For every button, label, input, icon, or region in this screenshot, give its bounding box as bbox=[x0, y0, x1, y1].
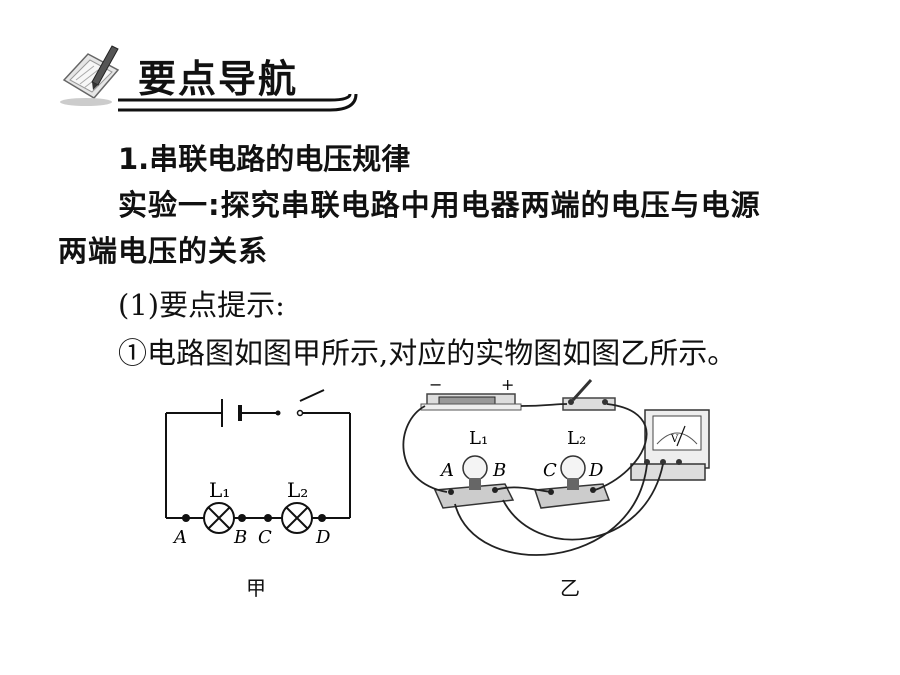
lamp2-label: L₂ bbox=[287, 478, 308, 502]
switch-contact bbox=[275, 410, 281, 416]
node-c bbox=[264, 514, 272, 522]
caption-yi: 乙 bbox=[560, 576, 580, 600]
experiment-line-2: 两端电压的关系 bbox=[58, 234, 269, 268]
node-a bbox=[182, 514, 190, 522]
lamp-board-2 bbox=[533, 455, 611, 509]
switch-pivot bbox=[296, 409, 304, 417]
point-b-label: B bbox=[233, 527, 247, 548]
tip-label: (1)要点提示: bbox=[118, 288, 285, 322]
lamp-board-1 bbox=[433, 455, 515, 509]
title-underline bbox=[118, 93, 358, 112]
apparatus-diagram-yi: − + V L₁ bbox=[402, 375, 710, 556]
voltmeter-label: V bbox=[670, 434, 679, 445]
node-b bbox=[238, 514, 246, 522]
node-d bbox=[318, 514, 326, 522]
voltmeter bbox=[630, 409, 710, 481]
figure-description: ①电路图如图甲所示,对应的实物图如图乙所示。 bbox=[118, 336, 737, 370]
topic-heading: 1.串联电路的电压规律 bbox=[118, 142, 411, 176]
point-c-label-yi: C bbox=[543, 460, 557, 481]
point-d-label: D bbox=[315, 527, 331, 548]
point-a-label: A bbox=[172, 527, 187, 548]
lamp1-label-yi: L₁ bbox=[469, 428, 488, 449]
circuit-diagram-jia: L₁ L₂ A B C D bbox=[165, 389, 351, 548]
battery-holder bbox=[420, 393, 522, 411]
caption-jia: 甲 bbox=[246, 576, 266, 600]
point-c-label: C bbox=[258, 527, 272, 548]
battery-plus: + bbox=[501, 375, 514, 394]
knife-switch bbox=[562, 378, 616, 411]
lamp2-label-yi: L₂ bbox=[567, 428, 586, 449]
battery-minus: − bbox=[429, 375, 442, 394]
experiment-line-1: 实验一:探究串联电路中用电器两端的电压与电源 bbox=[118, 188, 761, 222]
point-d-label-yi: D bbox=[588, 460, 604, 481]
point-a-label-yi: A bbox=[439, 460, 454, 481]
connecting-wires bbox=[402, 403, 664, 556]
point-b-label-yi: B bbox=[492, 460, 506, 481]
lamp1-label: L₁ bbox=[209, 478, 230, 502]
pen-notebook-icon bbox=[60, 45, 120, 106]
section-title: 要点导航 bbox=[138, 57, 299, 101]
